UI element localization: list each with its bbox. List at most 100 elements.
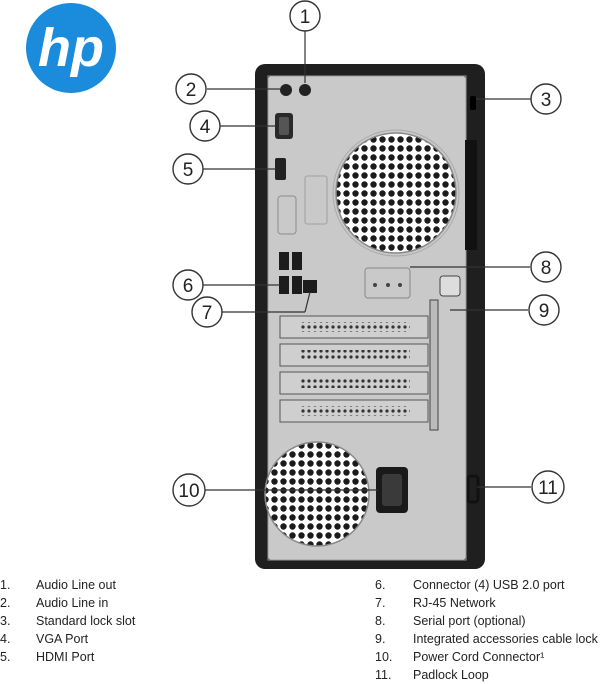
legend-number: 7.: [375, 596, 386, 610]
legend-item: 6. Connector (4) USB 2.0 port: [375, 576, 598, 594]
usb-port: [279, 276, 289, 294]
legend-number: 6.: [375, 578, 386, 592]
callout-circle: [530, 251, 562, 283]
rj45-port: [303, 280, 317, 293]
callout-3: 3: [530, 83, 562, 115]
legend-number: 1.: [0, 578, 11, 592]
legend-label: VGA Port: [36, 632, 89, 646]
serial-port: [364, 267, 411, 299]
legend-label: Integrated accessories cable lock: [413, 632, 598, 646]
legend-number: 2.: [0, 596, 11, 610]
legend-label: RJ-45 Network: [413, 596, 496, 610]
callout-6: 6: [172, 269, 204, 301]
callout-10: 10: [172, 473, 206, 507]
callout-circle: [172, 153, 204, 185]
serial-pin: [386, 283, 390, 287]
hp-logo-circle: [26, 3, 116, 93]
legend-left: 1. Audio Line out 2. Audio Line in 3. St…: [0, 576, 135, 666]
legend-number: 8.: [375, 614, 386, 628]
legend-label: Padlock Loop: [413, 668, 489, 682]
serial-pin: [373, 283, 377, 287]
legend-label: Serial port (optional): [413, 614, 526, 628]
legend-item: 11. Padlock Loop: [375, 666, 598, 684]
cable-lock: [439, 275, 461, 297]
legend-item: 7. RJ-45 Network: [375, 594, 598, 612]
callout-label: 2: [186, 80, 197, 101]
callout-circle: [189, 110, 221, 142]
callout-1: 1: [289, 0, 321, 32]
legend-right: 6. Connector (4) USB 2.0 port 7. RJ-45 N…: [375, 576, 598, 684]
leader-lines: [203, 31, 531, 491]
callout-label: 4: [200, 117, 211, 138]
legend-number: 4.: [0, 632, 11, 646]
legend-label: Audio Line out: [36, 578, 116, 592]
callout-4: 4: [189, 110, 221, 142]
expansion-slots: [279, 299, 439, 431]
legend-number: 10.: [375, 650, 393, 664]
power-connector-inner: [382, 474, 402, 506]
callout-2: 2: [175, 73, 207, 105]
callout-circle: [530, 83, 562, 115]
audio-line-out-jack: [280, 84, 292, 96]
callouts: 1 2 3 4 5 6 7 8: [172, 0, 565, 507]
callout-label: 5: [183, 160, 194, 181]
plate-shading: [267, 75, 467, 561]
expansion-slot-vent: [300, 350, 410, 360]
legend-label: HDMI Port: [36, 650, 95, 664]
vga-port-inner: [279, 117, 289, 135]
side-rail: [465, 140, 477, 250]
expansion-slot-vent: [300, 378, 410, 388]
audio-line-in-jack: [299, 84, 311, 96]
callout-label: 9: [539, 301, 550, 322]
callout-label: 7: [202, 303, 213, 324]
legend-item: 1. Audio Line out: [0, 576, 135, 594]
callout-11: 11: [531, 470, 565, 504]
rear-panel-diagram: hp: [26, 0, 565, 569]
legend-item: 3. Standard lock slot: [0, 612, 135, 630]
hp-logo-text: hp: [38, 18, 104, 78]
psu-vent: [264, 441, 370, 547]
usb-port: [292, 252, 302, 270]
usb-port: [279, 252, 289, 270]
legend-label: Connector (4) USB 2.0 port: [413, 578, 565, 592]
slot-bracket: [429, 299, 439, 431]
legend-item: 4. VGA Port: [0, 630, 135, 648]
serial-pin: [398, 283, 402, 287]
computer-chassis: [255, 64, 485, 569]
expansion-slot-vent: [300, 406, 410, 416]
lock-slot: [470, 96, 476, 110]
expansion-slot-vent: [300, 322, 410, 332]
callout-label: 8: [541, 258, 552, 279]
usb-ports: [279, 252, 302, 294]
callout-label: 10: [178, 481, 199, 502]
fan-rim: [332, 129, 460, 257]
label-area: [304, 175, 328, 225]
callout-label: 1: [300, 7, 311, 28]
legend-item: 8. Serial port (optional): [375, 612, 598, 630]
legend-label: Standard lock slot: [36, 614, 136, 628]
legend-number: 5.: [0, 650, 11, 664]
callout-circle: [172, 473, 206, 507]
legend-item: 5. HDMI Port: [0, 648, 135, 666]
callout-8: 8: [530, 251, 562, 283]
callout-label: 3: [541, 90, 552, 111]
callout-circle: [191, 296, 223, 328]
callout-label: 6: [183, 276, 194, 297]
callout-circle: [528, 294, 560, 326]
usb-port: [292, 276, 302, 294]
fan-grille: [335, 132, 457, 254]
callout-7: 7: [191, 296, 223, 328]
callout-circle: [531, 470, 565, 504]
callout-label: 11: [538, 478, 558, 499]
callout-circle: [175, 73, 207, 105]
hp-logo: hp: [26, 3, 116, 93]
legend-item: 2. Audio Line in: [0, 594, 135, 612]
legend-item: 9. Integrated accessories cable lock: [375, 630, 598, 648]
legend-label: Power Cord Connector¹: [413, 650, 545, 664]
callout-5: 5: [172, 153, 204, 185]
padlock-loop: [466, 474, 480, 504]
legend-number: 9.: [375, 632, 386, 646]
hdmi-port: [275, 158, 286, 180]
callout-9: 9: [528, 294, 560, 326]
callout-circle: [172, 269, 204, 301]
